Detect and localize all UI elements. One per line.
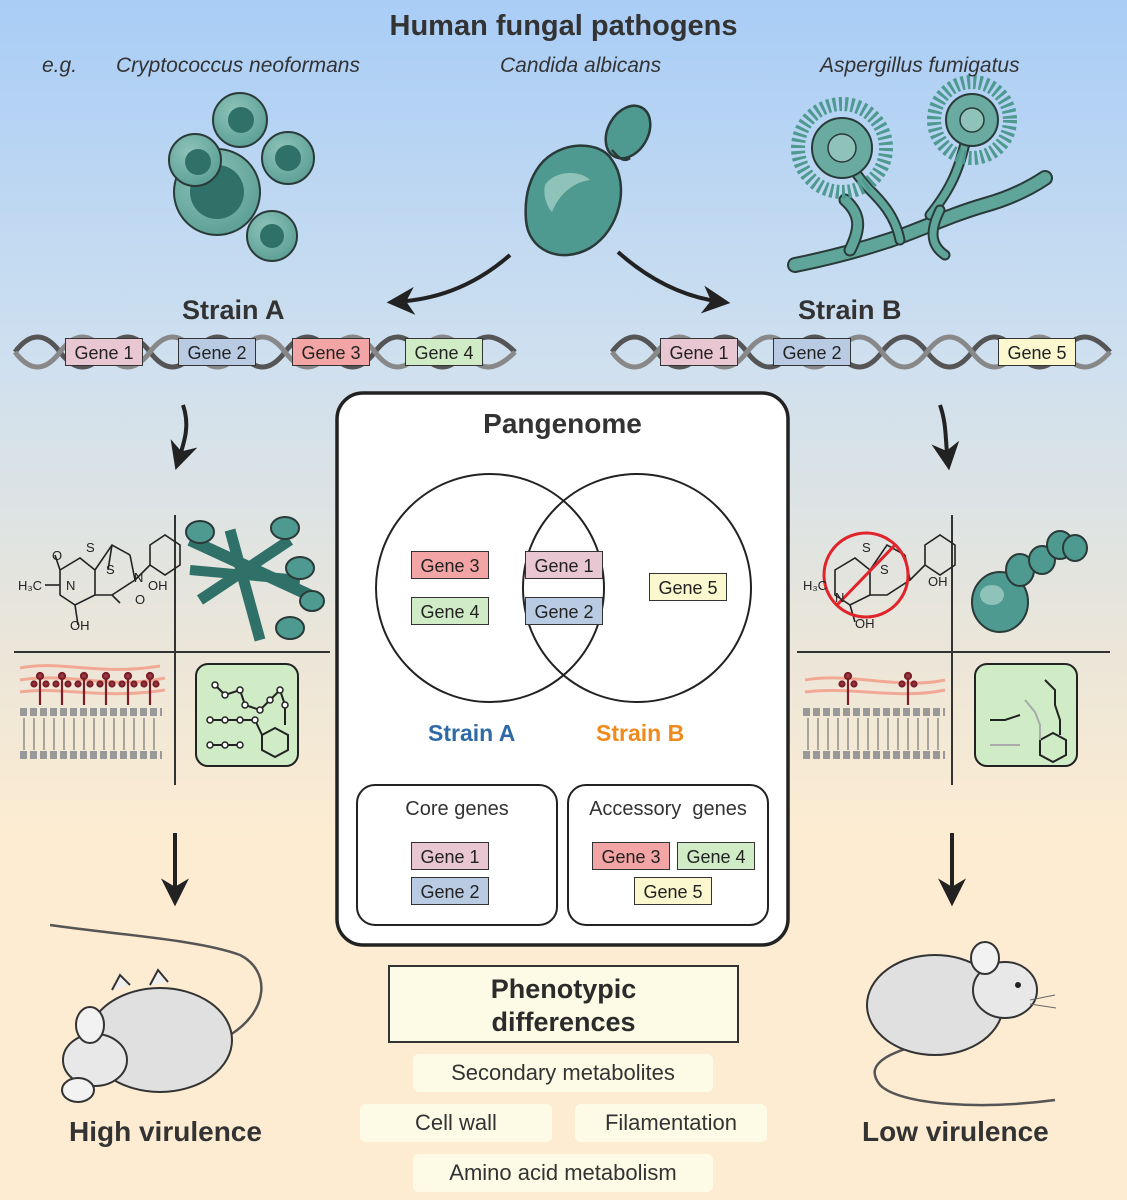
- metabolite-structure-a: [45, 534, 181, 626]
- pheno-amino-acid-metabolism: Amino acid metabolism: [413, 1154, 713, 1192]
- prohibited-icon: [822, 531, 910, 619]
- chem-o-a1: O: [52, 548, 63, 563]
- strain-b-gene-5: Gene 5: [998, 338, 1076, 366]
- pheno-cell-wall: Cell wall: [360, 1104, 552, 1142]
- chem-n-a2: N: [134, 570, 144, 585]
- conidiophore-head-left: [791, 97, 893, 199]
- conidiophore-head-right: [927, 75, 1017, 165]
- phenotypic-line-2: differences: [491, 1007, 636, 1037]
- strain-b-label: Strain B: [798, 295, 902, 325]
- core-gene-1: Gene 1: [411, 842, 489, 870]
- quadrant-lines-a: [14, 515, 330, 785]
- chem-oh-b2: OH: [855, 616, 875, 631]
- venn-circle-strain-a: [375, 473, 605, 703]
- strain-a-gene-3: Gene 3: [292, 338, 370, 366]
- venn-b-only-gene-5: Gene 5: [649, 573, 727, 601]
- venn-a-only-gene-4: Gene 4: [411, 597, 489, 625]
- species-aspergillus: Aspergillus fumigatus: [820, 54, 1020, 77]
- chem-oh-a1: OH: [148, 578, 168, 593]
- amino-acid-metabolism-a: [195, 663, 299, 767]
- chem-n-a1: N: [66, 578, 76, 593]
- chem-s-a1: S: [86, 540, 95, 555]
- chem-s-b1: S: [862, 540, 871, 555]
- accessory-gene-4: Gene 4: [677, 842, 755, 870]
- phenotypic-line-1: Phenotypic: [490, 974, 637, 1004]
- strain-b-gene-1: Gene 1: [660, 338, 738, 366]
- phenotypic-differences-box: Phenotypic differences: [388, 965, 739, 1043]
- cell-wall-b: [803, 671, 946, 759]
- strain-a-gene-4: Gene 4: [405, 338, 483, 366]
- strain-a-gene-1: Gene 1: [65, 338, 143, 366]
- arrow-down-a-1: [170, 404, 198, 471]
- accessory-gene-5: Gene 5: [634, 877, 712, 905]
- candida-illustration: [524, 104, 652, 257]
- mouse-high-virulence: [49, 923, 263, 1103]
- pheno-secondary-metabolites: Secondary metabolites: [413, 1054, 713, 1092]
- venn-label-strain-b: Strain B: [596, 720, 685, 746]
- chem-oh-a2: OH: [70, 618, 90, 633]
- cell-wall-a: [19, 664, 166, 759]
- chem-s-a2: S: [106, 562, 115, 577]
- core-genes-title: Core genes: [405, 798, 509, 820]
- venn-label-strain-a: Strain A: [428, 720, 516, 746]
- filamentation-a: [185, 516, 325, 642]
- aspergillus-illustration: [787, 75, 1053, 273]
- pangenome-title: Pangenome: [483, 408, 642, 439]
- chem-n-b: N: [835, 590, 845, 605]
- core-gene-2: Gene 2: [411, 877, 489, 905]
- cryptococcus-illustration: [168, 92, 315, 262]
- venn-shared-gene-2: Gene 2: [525, 597, 603, 625]
- species-candida: Candida albicans: [500, 54, 662, 77]
- strain-b-gene-2: Gene 2: [773, 338, 851, 366]
- strain-a-gene-2: Gene 2: [178, 338, 256, 366]
- amino-acid-metabolism-b: [974, 663, 1078, 767]
- venn-circle-strain-b: [522, 473, 752, 703]
- species-prefix: e.g.: [42, 54, 78, 77]
- yeast-form-b: [971, 530, 1088, 633]
- figure-title: Human fungal pathogens: [389, 10, 738, 42]
- mouse-low-virulence: [866, 941, 1057, 1107]
- pheno-filamentation: Filamentation: [575, 1104, 767, 1142]
- venn-shared-gene-1: Gene 1: [525, 551, 603, 579]
- species-cryptococcus: Cryptococcus neoformans: [116, 54, 360, 77]
- chem-h3c-a: H₃C: [18, 578, 43, 593]
- chem-oh-b1: OH: [928, 574, 948, 589]
- arrow-to-strain-a: [386, 253, 512, 315]
- quadrant-lines-b: [797, 515, 1110, 785]
- arrow-down-b-1: [931, 404, 960, 471]
- venn-a-only-gene-3: Gene 3: [411, 551, 489, 579]
- strain-a-label: Strain A: [182, 295, 285, 325]
- accessory-genes-title: Accessory genes: [589, 798, 747, 820]
- chem-o-a2: O: [135, 592, 146, 607]
- arrow-to-strain-b: [616, 250, 731, 314]
- chem-s-b2: S: [880, 562, 889, 577]
- accessory-gene-3: Gene 3: [592, 842, 670, 870]
- low-virulence-label: Low virulence: [862, 1116, 1049, 1147]
- high-virulence-label: High virulence: [69, 1116, 262, 1147]
- chem-h3c-b: H₃C: [803, 578, 828, 593]
